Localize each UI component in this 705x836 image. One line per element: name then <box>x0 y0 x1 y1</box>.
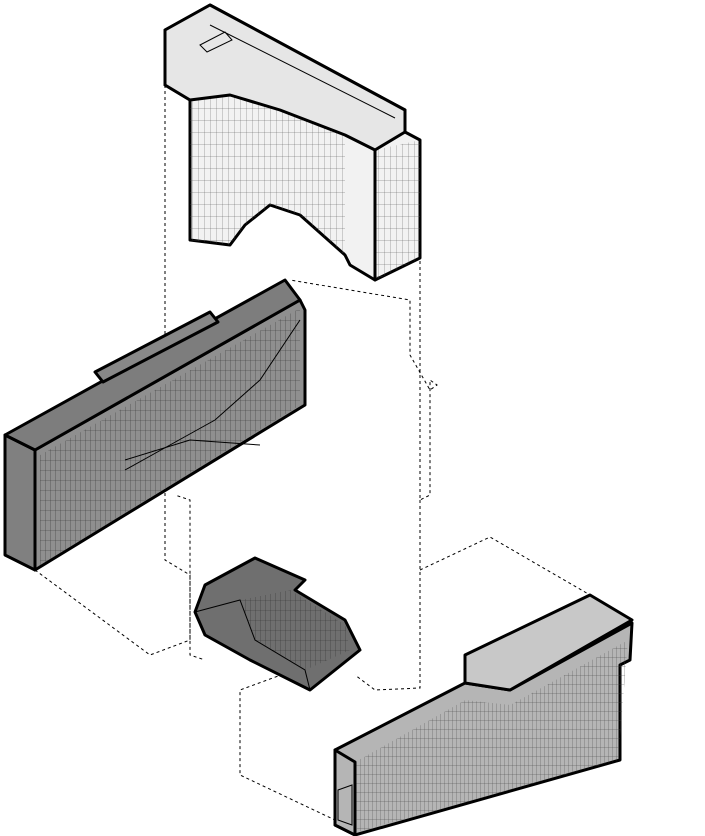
slab-block-end-face <box>3 433 37 572</box>
projection-line <box>239 667 336 821</box>
base-block-end-face <box>333 748 357 836</box>
upper-building-block <box>163 3 422 282</box>
stair-piece <box>193 556 362 692</box>
base-block-curtain-wall <box>355 640 628 832</box>
projection-line <box>164 85 206 661</box>
slab-building-block <box>3 278 307 572</box>
roof-edge-line <box>209 24 396 119</box>
rooftop-opening <box>199 31 233 53</box>
base-block-upper-roof <box>463 593 634 692</box>
projection-line <box>419 536 591 596</box>
projection-line <box>354 500 421 691</box>
stair-steps <box>240 590 350 670</box>
entrance <box>337 784 353 826</box>
diagonal-stair <box>124 439 261 461</box>
upper-block-curtain-wall <box>190 95 345 255</box>
upper-block-end-facade <box>375 140 420 280</box>
stair-edge <box>194 599 311 691</box>
upper-block-roof <box>163 3 407 152</box>
diagonal-stair <box>124 319 301 471</box>
slab-rooftop-volume <box>93 310 220 384</box>
projection-line <box>34 494 191 656</box>
slab-block-curtain-wall <box>40 308 300 565</box>
base-building-block <box>333 593 634 836</box>
projection-line <box>289 255 438 501</box>
projection-lines <box>34 85 591 821</box>
